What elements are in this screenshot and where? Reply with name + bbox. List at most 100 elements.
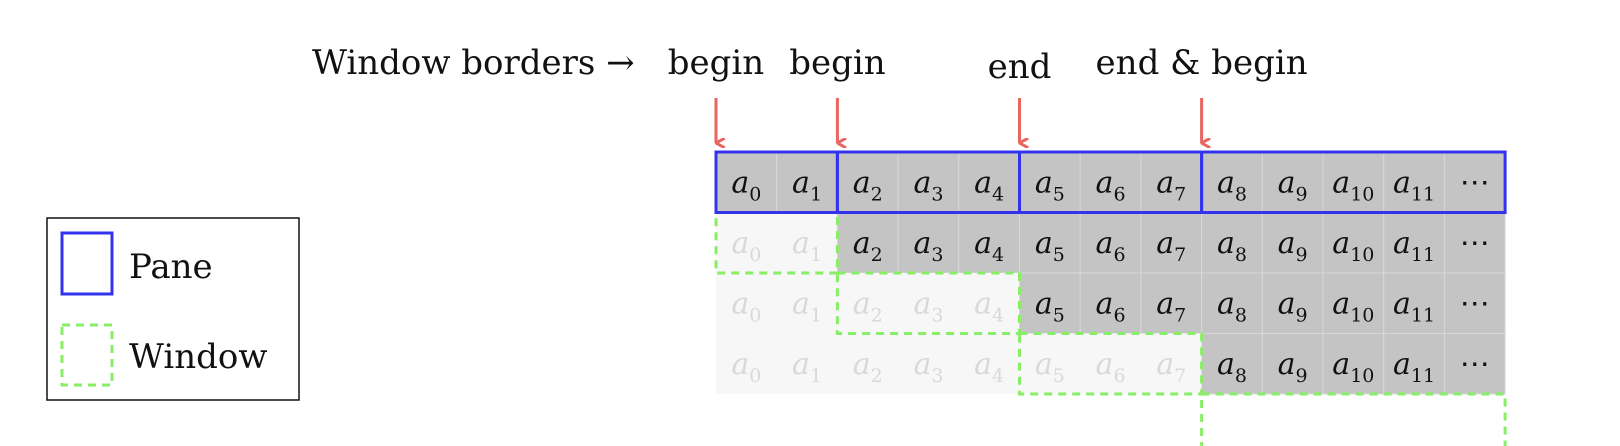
- cell-subscript: 4: [992, 304, 1004, 326]
- cell-background: [1261, 212, 1324, 274]
- cell-label: ⋯: [1460, 347, 1490, 382]
- cell-base: a: [1217, 226, 1235, 261]
- cell-base: a: [1278, 286, 1296, 321]
- cell-label: a4: [974, 286, 1004, 326]
- cell-background: [1383, 333, 1445, 395]
- cell-subscript: 7: [1174, 183, 1186, 205]
- grid-cell: a3: [897, 212, 960, 274]
- cell-label: a9: [1278, 347, 1308, 387]
- cell-subscript: 3: [931, 183, 943, 205]
- grid-cell: ⋯: [1443, 151, 1506, 213]
- cell-label: a1: [792, 286, 822, 326]
- cell-subscript: 5: [1053, 365, 1065, 387]
- cell-subscript: 3: [931, 244, 943, 266]
- cell-background: [716, 273, 777, 334]
- cell-base: a: [1156, 286, 1174, 321]
- grid-cell: a11: [1383, 272, 1445, 334]
- cell-subscript: 4: [992, 365, 1004, 387]
- cell-base: a: [1035, 347, 1053, 382]
- grid-cell: a11: [1383, 212, 1445, 274]
- cell-background: [1201, 272, 1263, 334]
- grid-cell: a10: [1322, 272, 1385, 334]
- cell-subscript: 10: [1350, 244, 1374, 266]
- grid-cell: a7: [1140, 272, 1203, 334]
- grid-cell: a3: [897, 151, 960, 213]
- cell-subscript: 1: [810, 244, 822, 266]
- cell-background: [776, 333, 838, 394]
- legend-window-label: Window: [129, 337, 267, 377]
- cell-base: a: [974, 286, 992, 321]
- cell-label: a5: [1035, 347, 1065, 387]
- cell-background: [958, 333, 1020, 394]
- cell-base: a: [1332, 226, 1350, 261]
- cell-subscript: 9: [1296, 365, 1308, 387]
- grid-cell: a6: [1079, 212, 1142, 274]
- cell-label: a8: [1217, 226, 1247, 266]
- cell-label: a10: [1332, 226, 1374, 266]
- cell-label: a10: [1332, 165, 1374, 205]
- cell-subscript: 11: [1411, 244, 1435, 266]
- legend: Pane Window: [46, 217, 300, 401]
- grid-cell: a4: [958, 212, 1020, 274]
- grid-cell: a4: [958, 151, 1020, 213]
- cell-background: [1079, 272, 1142, 334]
- legend-pane-swatch: [60, 231, 114, 296]
- grid-cell: a2: [837, 333, 899, 394]
- cell-subscript: 11: [1411, 365, 1435, 387]
- legend-box: [46, 217, 300, 401]
- border-label: begin: [789, 43, 885, 83]
- cell-base: a: [974, 165, 992, 200]
- cell-base: a: [1332, 347, 1350, 382]
- cell-background: [898, 273, 959, 334]
- cell-background: [1383, 272, 1445, 334]
- cell-label: a8: [1217, 165, 1247, 205]
- cell-label: a1: [792, 165, 822, 205]
- cell-label: a11: [1393, 226, 1435, 266]
- cell-background: [898, 333, 959, 394]
- cell-subscript: 0: [749, 183, 761, 205]
- window-outline: [1018, 332, 1204, 396]
- cell-background: [1443, 151, 1506, 213]
- cell-label: a6: [1096, 165, 1126, 205]
- cell-background: [1019, 272, 1081, 334]
- cell-subscript: 9: [1296, 244, 1308, 266]
- grid-cell: a0: [716, 212, 777, 273]
- cell-label: a6: [1096, 286, 1126, 326]
- grid-cell: a5: [1019, 333, 1081, 394]
- cell-base: a: [913, 286, 931, 321]
- cell-background: [1383, 212, 1445, 274]
- grid-cell: a3: [898, 333, 959, 394]
- cell-background: [1079, 151, 1142, 213]
- cell-label: a0: [731, 286, 761, 326]
- grid-cell: a10: [1322, 151, 1385, 213]
- cell-label: a1: [792, 226, 822, 266]
- cell-label: a9: [1278, 226, 1308, 266]
- cell-label: a6: [1096, 226, 1126, 266]
- grid-cell: a2: [836, 151, 899, 213]
- grid-cell: a8: [1201, 212, 1263, 274]
- cell-background: [1019, 212, 1081, 274]
- cell-subscript: 9: [1296, 304, 1308, 326]
- cell-label: a5: [1035, 165, 1065, 205]
- cell-background: [716, 212, 777, 273]
- cell-subscript: 8: [1235, 365, 1247, 387]
- grid-cell: a10: [1322, 333, 1385, 395]
- cell-label: a2: [853, 165, 883, 205]
- grid-cell: a0: [716, 273, 777, 334]
- cell-background: [958, 212, 1020, 274]
- cell-subscript: 2: [871, 183, 883, 205]
- cell-background: [1201, 212, 1263, 274]
- cell-subscript: 1: [810, 183, 822, 205]
- cell-subscript: 6: [1113, 304, 1125, 326]
- cell-label: a4: [974, 165, 1004, 205]
- cell-label: a11: [1393, 286, 1435, 326]
- cell-background: [776, 212, 838, 273]
- legend-pane-label: Pane: [129, 247, 213, 287]
- cell-label: a5: [1035, 286, 1065, 326]
- cell-base: a: [1156, 347, 1174, 382]
- cell-background: [776, 273, 838, 334]
- window-outline: [1200, 392, 1507, 446]
- cell-background: [837, 333, 899, 394]
- cell-background: [1322, 212, 1385, 274]
